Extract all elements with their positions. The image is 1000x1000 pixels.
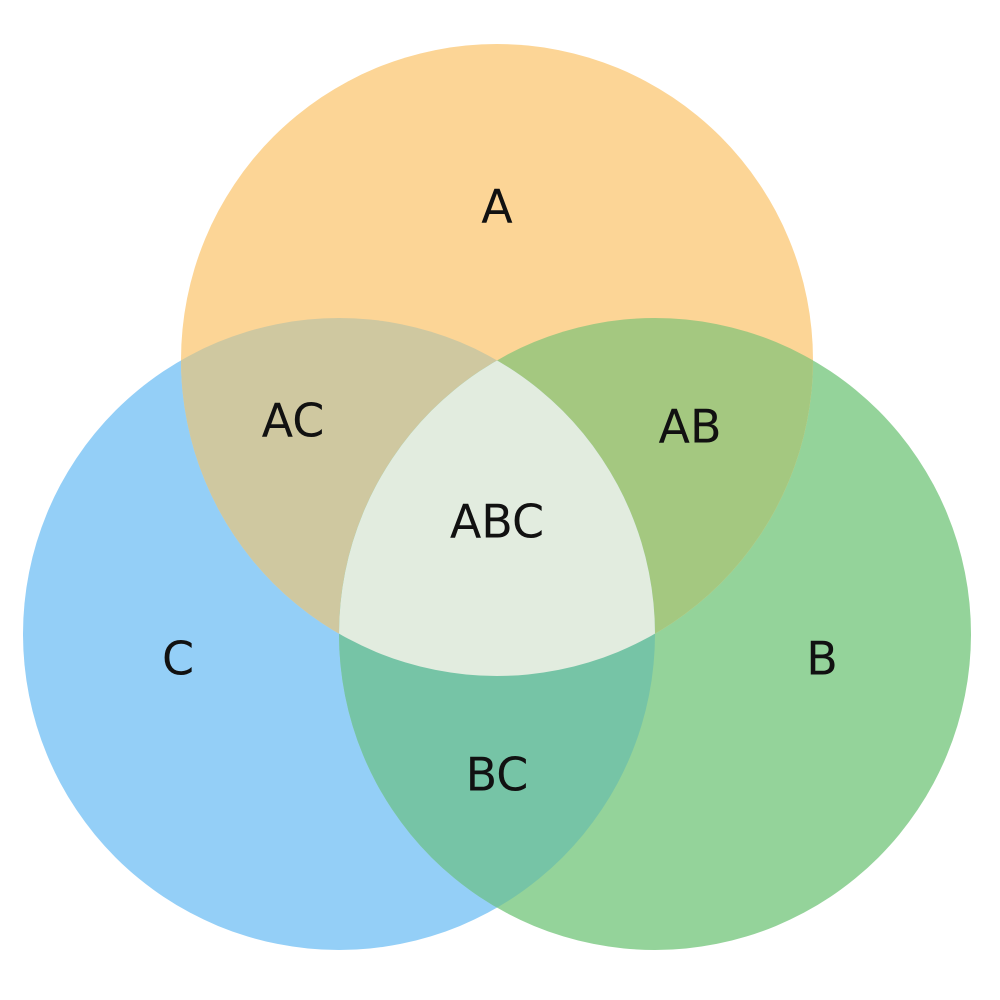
label-abc: ABC [450, 495, 544, 549]
label-b: B [806, 632, 838, 686]
label-c: C [162, 632, 194, 686]
label-a: A [481, 180, 513, 234]
overlap-abc [339, 318, 655, 676]
label-bc: BC [466, 748, 529, 802]
label-ac: AC [262, 394, 325, 448]
label-ab: AB [658, 400, 721, 454]
